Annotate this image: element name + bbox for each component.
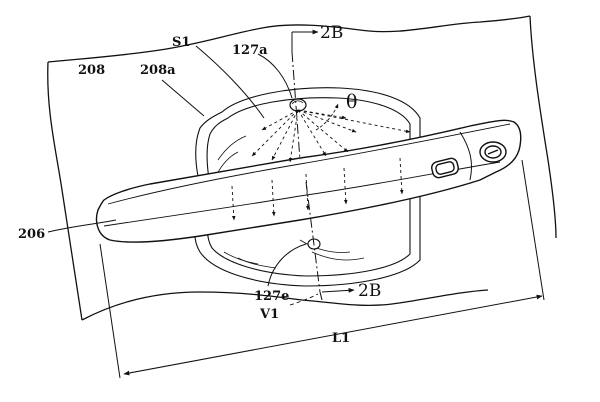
section-line-2B [291,29,355,301]
label-206: 206 [18,227,45,242]
label-v1: V1 [259,307,279,322]
label-127e: 127e [254,289,289,304]
leader-s1 [195,45,265,119]
theta-arc [315,103,339,131]
dimension-l1-left-ext [99,243,121,379]
leader-206 [47,219,117,233]
pocket-outer [194,87,421,287]
door-panel-right-edge [529,15,557,239]
handle-button-inner [435,161,455,175]
dimension-l1-line [123,294,543,376]
door-handle [95,119,522,243]
light-source-127a [289,98,307,112]
label-section-2B-top: 2B [320,23,343,43]
leader-lines [47,45,307,287]
door-panel-left-edge [47,61,83,321]
label-section-2B-bottom: 2B [358,281,381,301]
label-208a: 208a [140,63,176,78]
light-rays-lower [231,157,404,221]
leader-127a [257,53,293,99]
dimension-l1-right-ext [521,159,545,301]
pocket-inner [206,97,411,277]
label-theta: θ [346,91,357,113]
label-208: 208 [78,63,105,78]
leader-208a [161,79,205,117]
handle-rear-cap [459,131,473,181]
label-127a: 127a [232,43,268,58]
door-panel-top-edge [47,15,531,63]
handle-pocket [194,87,421,287]
key-slot [487,149,499,155]
label-l1: L1 [332,331,350,346]
handle-top-ridge [107,123,511,205]
leader-127e [267,243,307,287]
label-s1: S1 [172,35,190,50]
light-rays-upper [251,109,411,163]
dimension-l1 [99,159,545,379]
handle-outline [95,119,522,243]
